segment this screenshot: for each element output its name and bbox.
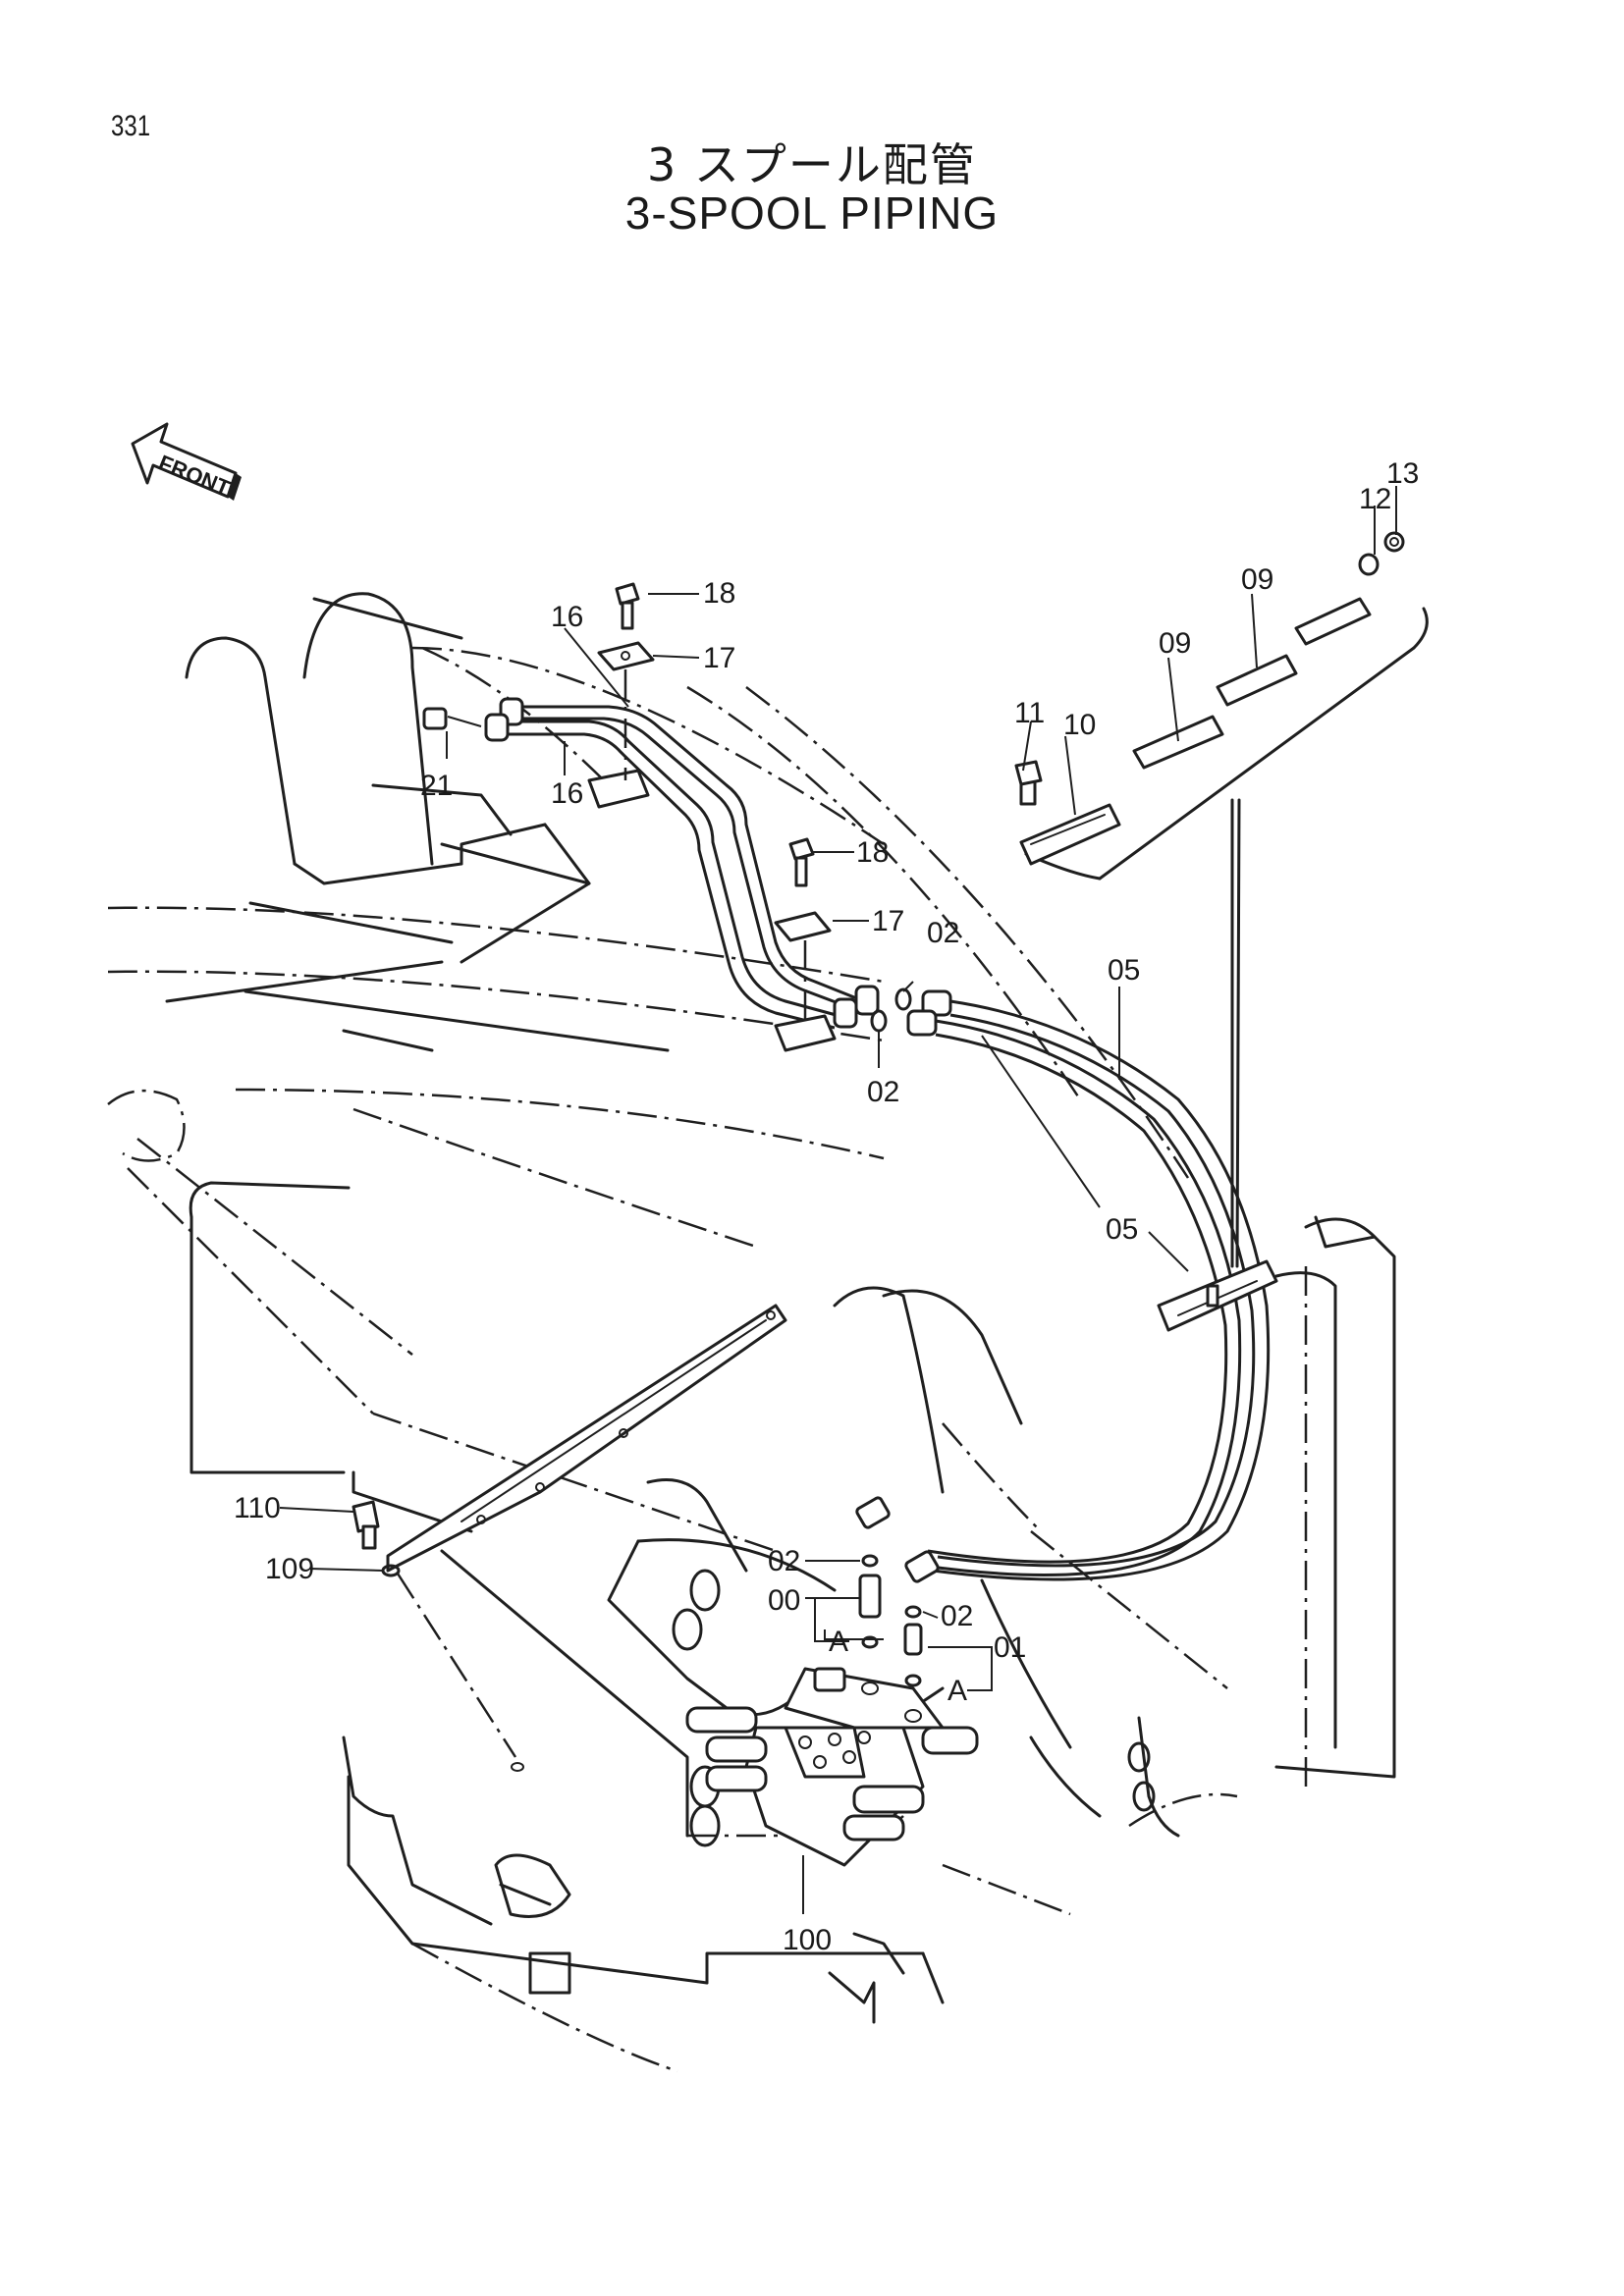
cover-plate [381, 1304, 787, 1772]
control-valve [685, 1667, 979, 1867]
hose-bracket [1157, 798, 1278, 1332]
title-japanese: 3 スプール配管 [647, 138, 977, 191]
callout-labels: 18 17 16 16 21 18 17 02 02 05 05 11 10 0… [234, 457, 1419, 1956]
adapters [858, 1554, 923, 1687]
callout-02-upper-left: 02 [867, 1076, 899, 1108]
front-arrow-icon: FRONT [131, 422, 242, 501]
callout-18-lower: 18 [856, 836, 889, 869]
callout-17-upper: 17 [703, 642, 735, 674]
clamp-lower [774, 837, 837, 1052]
callout-11: 11 [1014, 697, 1045, 729]
callout-00: 00 [768, 1584, 800, 1617]
page-number: 331 [111, 110, 151, 142]
callout-10: 10 [1063, 709, 1096, 741]
plug-21-icon [422, 707, 482, 730]
callout-21: 21 [420, 770, 453, 802]
callout-02-valve-right: 02 [941, 1600, 973, 1632]
callout-a-right: A [947, 1675, 967, 1707]
callout-100: 100 [783, 1924, 832, 1956]
callout-09-right: 09 [1241, 563, 1273, 596]
clamp-upper [587, 582, 655, 809]
callout-18-upper: 18 [703, 577, 735, 610]
bolt-110-icon [352, 1500, 380, 1550]
callout-05-lower: 05 [1106, 1213, 1138, 1246]
callout-02-upper-right: 02 [927, 917, 959, 949]
callout-05-upper: 05 [1108, 954, 1140, 987]
machine-frame-outline [107, 592, 1396, 2073]
callout-109: 109 [265, 1553, 314, 1585]
callout-01: 01 [994, 1631, 1026, 1664]
callout-110: 110 [234, 1492, 281, 1524]
detail-window [1014, 531, 1429, 881]
leader-lines [279, 486, 1397, 1914]
callout-12: 12 [1359, 483, 1391, 515]
callout-a-left: A [829, 1626, 848, 1658]
callout-09-left: 09 [1159, 627, 1191, 660]
callout-16-upper: 16 [551, 601, 583, 633]
callout-13: 13 [1386, 457, 1419, 490]
title-english: 3-SPOOL PIPING [624, 187, 1000, 239]
callout-02-valve-left: 02 [768, 1545, 800, 1577]
callout-17-lower: 17 [872, 905, 904, 937]
steel-pipes [484, 697, 880, 1030]
callout-16-lower: 16 [551, 777, 583, 810]
hoses [855, 989, 1271, 1583]
